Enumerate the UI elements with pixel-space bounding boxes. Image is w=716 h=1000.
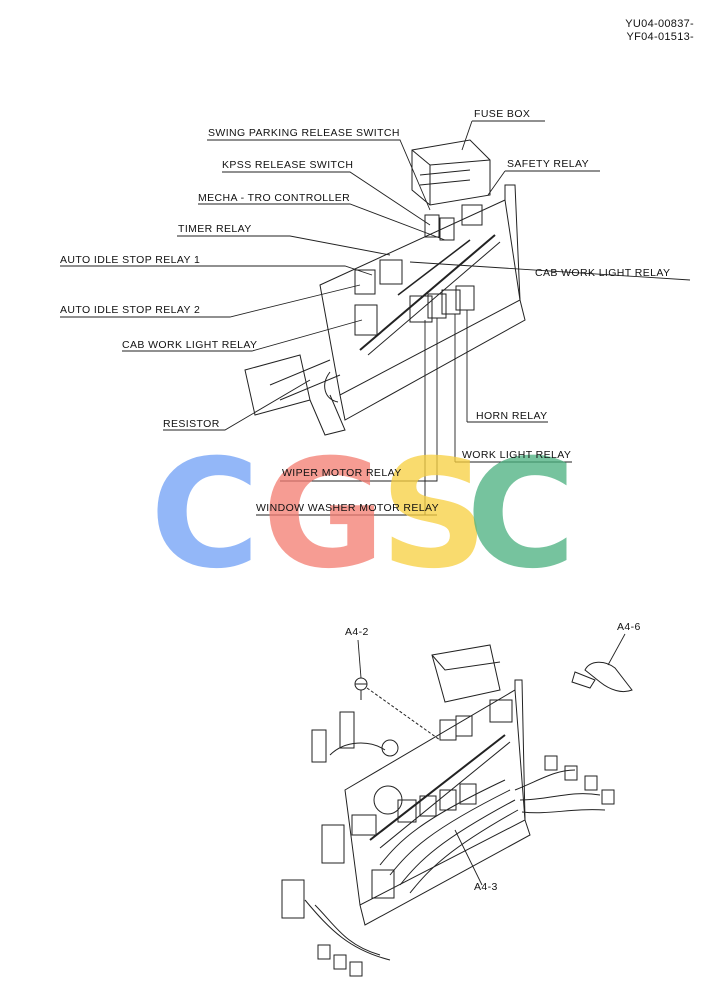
relay-panel-diagram — [60, 120, 691, 516]
label-auto-idle-stop-relay-1: AUTO IDLE STOP RELAY 1 — [60, 254, 201, 266]
label-kpss-release-switch: KPSS RELEASE SWITCH — [222, 159, 354, 171]
part-label-a4-2: A4-2 — [345, 626, 369, 638]
part-label-a4-3: A4-3 — [474, 881, 498, 893]
label-fuse-box: FUSE BOX — [474, 108, 531, 120]
label-window-washer-motor-relay: WINDOW WASHER MOTOR RELAY — [256, 502, 440, 514]
label-safety-relay: SAFETY RELAY — [507, 158, 590, 170]
doc-id-1: YU04-00837- — [625, 18, 694, 30]
label-swing-parking-release-switch: SWING PARKING RELEASE SWITCH — [208, 127, 400, 139]
watermark-letter-s: S — [380, 428, 489, 602]
label-timer-relay: TIMER RELAY — [178, 223, 252, 235]
label-cab-work-light-relay-right: CAB WORK LIGHT RELAY — [535, 267, 671, 279]
part-label-a4-6: A4-6 — [617, 621, 641, 633]
label-horn-relay: HORN RELAY — [476, 410, 548, 422]
label-wiper-motor-relay: WIPER MOTOR RELAY — [282, 467, 402, 479]
doc-id-2: YF04-01513- — [626, 31, 694, 43]
watermark-letter-c2: C — [466, 428, 577, 602]
label-resistor: RESISTOR — [163, 418, 220, 430]
label-cab-work-light-relay-left: CAB WORK LIGHT RELAY — [122, 339, 258, 351]
watermark-letter-c1: C — [150, 428, 261, 602]
label-work-light-relay: WORK LIGHT RELAY — [462, 449, 572, 461]
label-auto-idle-stop-relay-2: AUTO IDLE STOP RELAY 2 — [60, 304, 201, 316]
watermark-letter-g: G — [262, 428, 386, 602]
label-mecha-tro-controller: MECHA - TRO CONTROLLER — [198, 192, 351, 204]
